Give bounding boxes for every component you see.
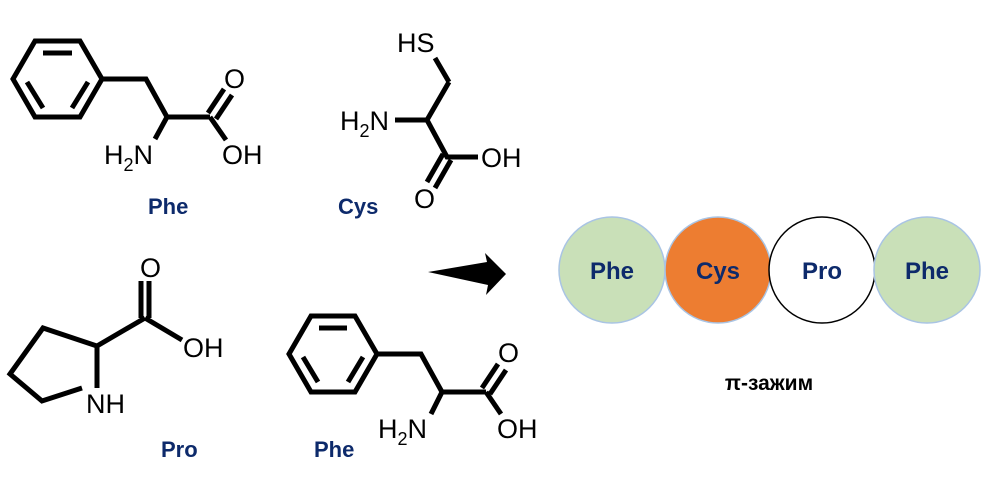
- residue-circle-pro: Pro: [768, 216, 876, 324]
- residue-circle-cys: Cys: [664, 216, 772, 324]
- molecule-name-phe: Phe: [314, 437, 354, 462]
- residue-label: Pro: [802, 258, 842, 285]
- hydroxyl-label: OH: [222, 140, 263, 170]
- hydroxyl-label: OH: [497, 414, 538, 444]
- backbone-bonds: [395, 56, 478, 190]
- carbonyl-oxygen-label: O: [140, 253, 161, 283]
- pi-clamp-caption: π-зажим: [725, 372, 813, 395]
- backbone-bonds: [102, 76, 235, 142]
- molecule-name-pro: Pro: [161, 437, 198, 462]
- molecule-name-phe: Phe: [148, 194, 188, 219]
- residue-label: Phe: [590, 258, 634, 285]
- molecule-name-cys: Cys: [338, 194, 378, 219]
- amine-label: H2N: [340, 106, 389, 141]
- benzene-ring: [10, 38, 105, 120]
- residue-circle-phe: Phe: [558, 216, 666, 324]
- amine-label: H2N: [378, 414, 427, 449]
- benzene-ring: [286, 313, 380, 395]
- pyrrolidine-ring: [6, 281, 184, 404]
- hydroxyl-label: OH: [183, 333, 224, 363]
- molecule-phe-top: H2N O OH Phe: [10, 38, 263, 219]
- residue-circle-phe: Phe: [873, 216, 981, 324]
- right-arrow-icon: [428, 253, 506, 295]
- amine-label: NH: [86, 389, 125, 419]
- carbonyl-oxygen-label: O: [224, 64, 245, 94]
- molecule-pro: O OH NH Pro: [6, 253, 224, 462]
- thiol-label: HS: [397, 28, 435, 58]
- molecule-phe-bottom: H2N O OH Phe: [286, 313, 538, 462]
- residue-label: Phe: [905, 258, 949, 285]
- hydroxyl-label: OH: [481, 143, 522, 173]
- backbone-bonds: [377, 351, 509, 416]
- pi-clamp-sequence: Phe Cys Pro Phe π-зажим: [558, 216, 981, 395]
- molecule-cys: HS H2N OH O Cys: [338, 28, 522, 219]
- amine-label: H2N: [104, 140, 153, 175]
- carbonyl-oxygen-label: O: [414, 184, 435, 214]
- residue-label: Cys: [696, 258, 740, 285]
- carbonyl-oxygen-label: O: [498, 338, 519, 368]
